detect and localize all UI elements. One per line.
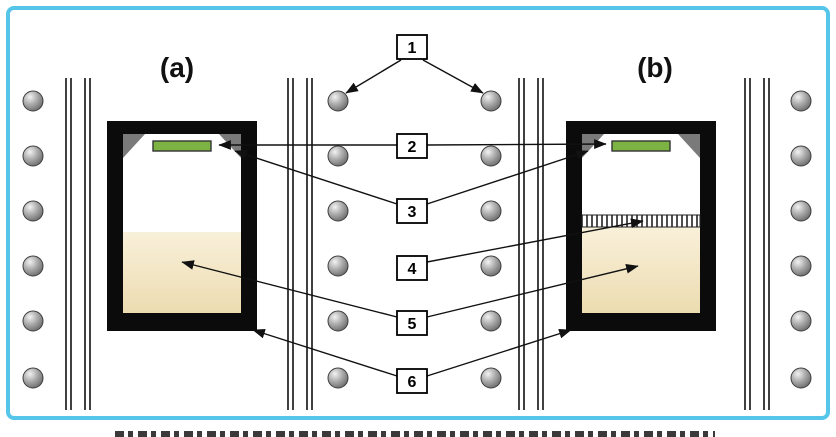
callout-box-6: 6 xyxy=(396,368,428,394)
callout-label-2: 2 xyxy=(408,139,417,156)
furnace-tube-lines-center-left xyxy=(287,78,313,410)
callout-label-1: 1 xyxy=(408,40,417,57)
callout-box-frame xyxy=(396,310,428,336)
crucible-a-support-wedge-left xyxy=(123,134,145,158)
heating-element-dot xyxy=(790,200,812,222)
callout-label-4: 4 xyxy=(408,261,417,278)
heating-element-dot xyxy=(22,367,44,389)
heating-element-dot xyxy=(790,90,812,112)
heating-element-column-outer-right xyxy=(790,90,812,389)
callout-label-5: 5 xyxy=(408,316,417,333)
callout-3-arrow-to-b xyxy=(426,150,589,205)
callout-2-arrow-to-b xyxy=(426,139,607,149)
figure-border xyxy=(6,6,830,420)
crucible-a xyxy=(107,121,257,331)
callout-5-arrow-to-a xyxy=(181,260,398,318)
callout-box-frame xyxy=(396,255,428,281)
callout-box-5: 5 xyxy=(396,310,428,336)
crucible-b xyxy=(566,121,716,331)
heating-element-dot xyxy=(480,310,502,332)
callout-3-arrow-to-a xyxy=(234,150,398,205)
heating-element-dot xyxy=(790,255,812,277)
heating-element-column-outer-left xyxy=(22,90,44,389)
heating-element-dot xyxy=(790,145,812,167)
heating-element-dot xyxy=(480,90,502,112)
furnace-tube-lines-outer-right xyxy=(744,78,770,410)
callout-box-3: 3 xyxy=(396,198,428,224)
heating-element-dot xyxy=(327,367,349,389)
callout-1-arrow-left xyxy=(345,59,402,94)
heating-element-dot xyxy=(22,200,44,222)
callout-box-2: 2 xyxy=(396,133,428,159)
callout-1-arrow-right xyxy=(422,59,484,94)
callout-box-frame xyxy=(396,133,428,159)
callout-4-arrow-to-b xyxy=(426,218,644,263)
furnace-tube-lines-outer-left xyxy=(65,78,91,410)
heating-element-dot xyxy=(790,367,812,389)
callout-5-arrow-to-b xyxy=(426,264,639,318)
heating-element-dot xyxy=(22,255,44,277)
callout-6-arrow-to-b xyxy=(426,328,572,377)
crucible-b-lid xyxy=(611,140,671,152)
callout-box-4: 4 xyxy=(396,255,428,281)
heating-element-column-center-left xyxy=(327,90,349,389)
callout-6-arrow-to-a xyxy=(252,328,398,377)
heating-element-dot xyxy=(790,310,812,332)
heating-element-dot xyxy=(480,200,502,222)
heating-element-dot xyxy=(480,145,502,167)
heating-element-column-center-right xyxy=(480,90,502,389)
heating-element-dot xyxy=(480,367,502,389)
heating-element-dot xyxy=(480,255,502,277)
callout-box-frame xyxy=(396,198,428,224)
panel-a-label: (a) xyxy=(160,52,194,83)
callout-arrows xyxy=(181,59,644,377)
crucible-a-lid xyxy=(152,140,212,152)
heating-element-dot xyxy=(327,90,349,112)
heating-element-dot xyxy=(22,145,44,167)
crucible-b-support-wedge-right xyxy=(678,134,700,158)
heating-element-dot xyxy=(327,145,349,167)
callout-box-frame xyxy=(396,34,428,60)
heating-element-dot xyxy=(327,200,349,222)
heating-element-dot xyxy=(327,255,349,277)
heating-element-dot xyxy=(22,310,44,332)
callout-box-frame xyxy=(396,368,428,394)
cropped-caption-text xyxy=(115,431,715,437)
callout-label-6: 6 xyxy=(408,374,417,391)
heating-element-dot xyxy=(327,310,349,332)
panel-b-label: (b) xyxy=(637,52,673,83)
callout-box-1: 1 xyxy=(396,34,428,60)
heating-element-dot xyxy=(22,90,44,112)
crucible-b-melt xyxy=(582,227,700,313)
callout-label-3: 3 xyxy=(408,204,417,221)
